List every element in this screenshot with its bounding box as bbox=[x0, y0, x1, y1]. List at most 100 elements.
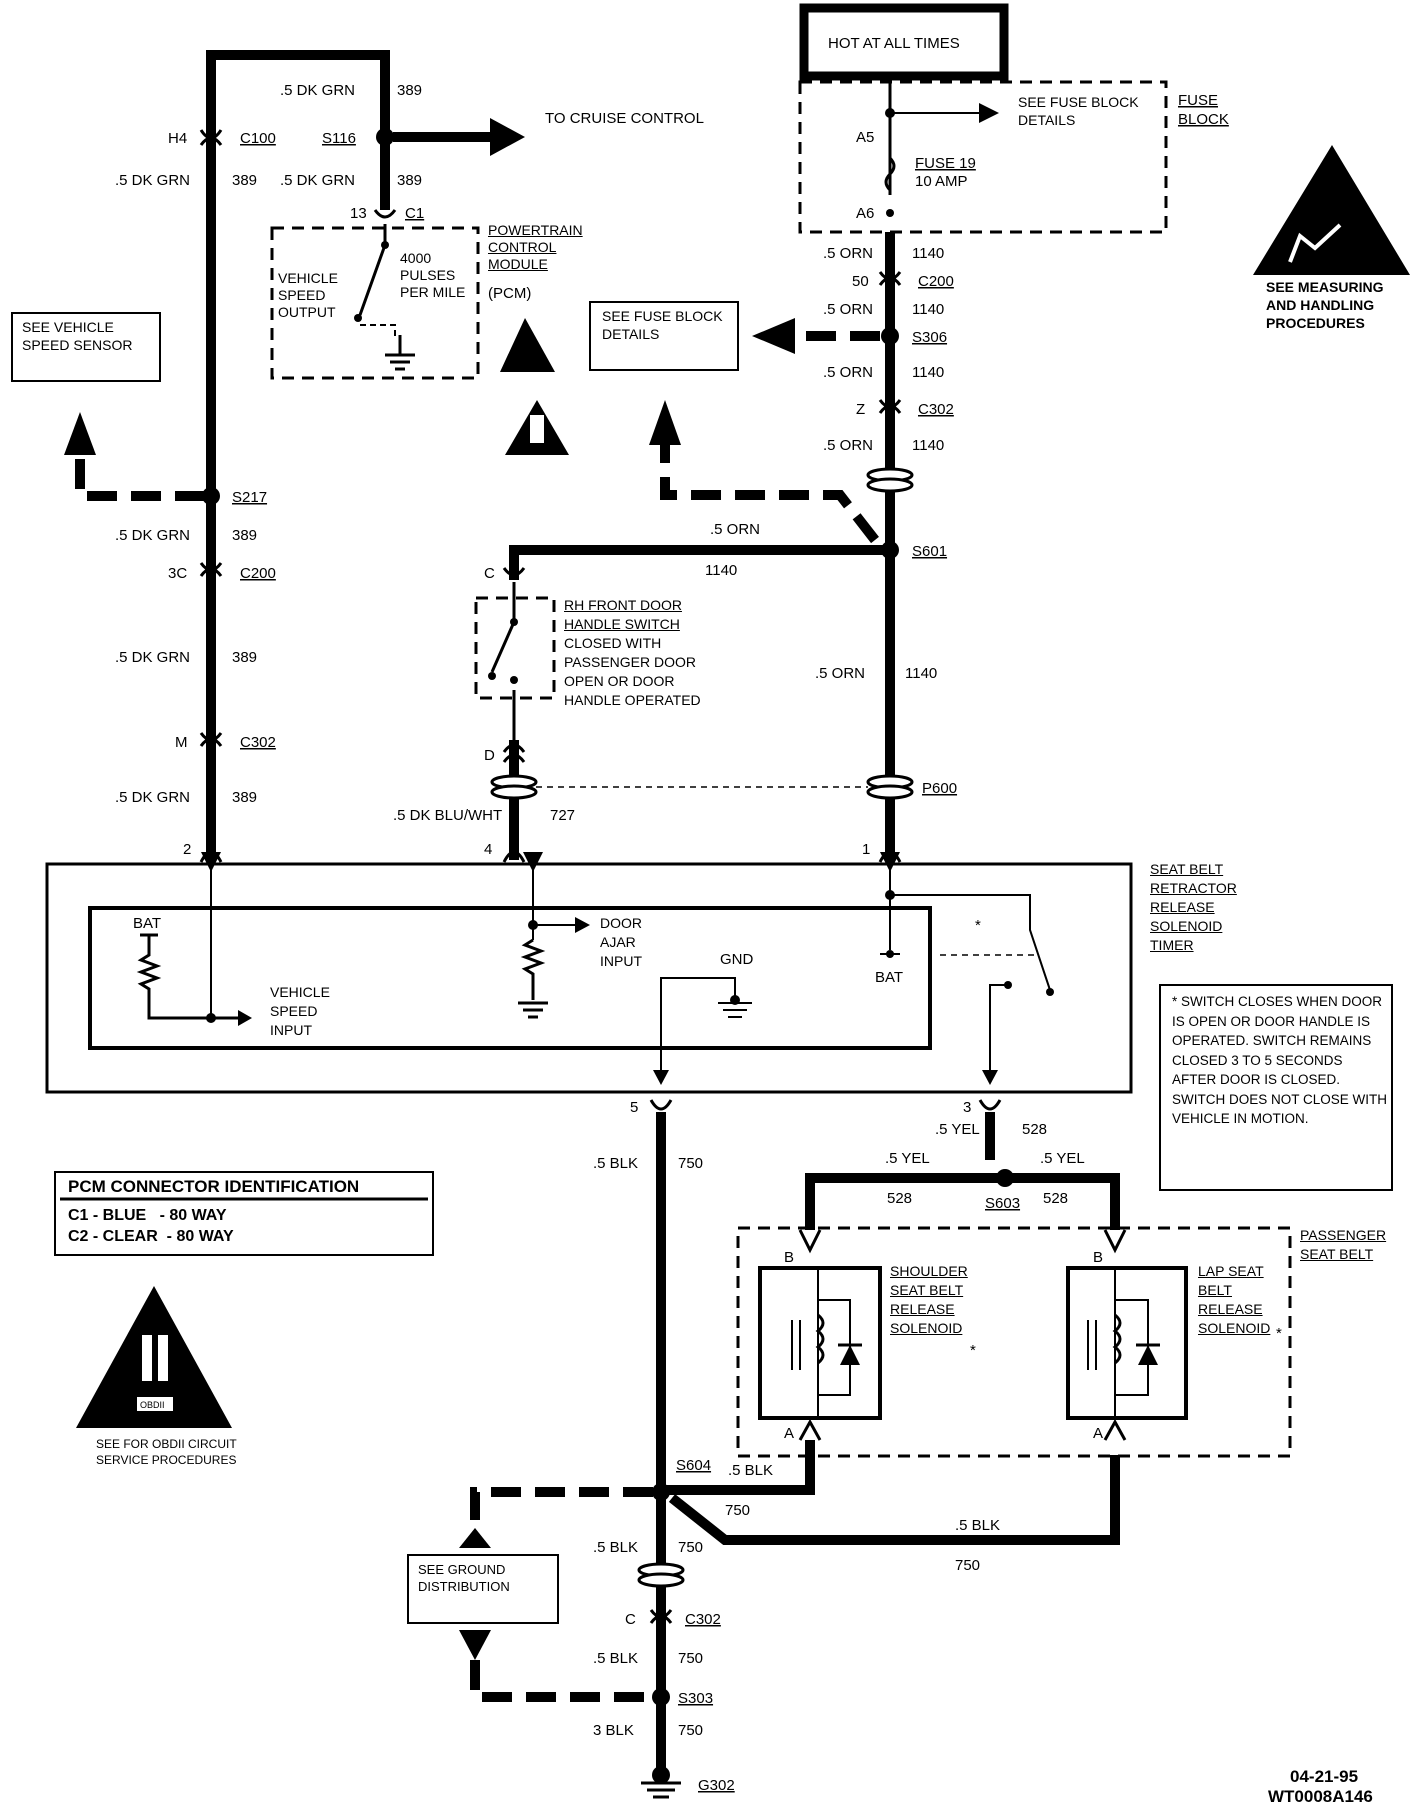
s601-label: S601 bbox=[912, 543, 947, 560]
solenoid-pin-b: B bbox=[784, 1249, 794, 1266]
c200-pin: 3C bbox=[168, 565, 187, 582]
wire-label: .5 ORN bbox=[823, 301, 873, 318]
circuit-label: 389 bbox=[232, 649, 257, 666]
circuit-label: 1140 bbox=[912, 437, 944, 454]
pcm-connector-id-title: PCM CONNECTOR IDENTIFICATION bbox=[68, 1177, 359, 1196]
circuit-label: 528 bbox=[887, 1190, 912, 1207]
cruise-label: TO CRUISE CONTROL bbox=[545, 110, 704, 127]
wire-label: .5 BLK bbox=[593, 1539, 638, 1556]
s601-dashed-link bbox=[660, 440, 879, 544]
circuit-389 bbox=[206, 50, 390, 860]
wire-label: .5 BLK bbox=[955, 1517, 1000, 1534]
up-arrow-icon bbox=[64, 412, 96, 455]
wire-label: .5 ORN bbox=[823, 437, 873, 454]
circuit-label: 389 bbox=[397, 172, 422, 189]
c200-left-connector bbox=[199, 562, 223, 577]
lap-asterisk: * bbox=[1276, 1325, 1282, 1342]
cruise-arrow-icon bbox=[490, 118, 525, 156]
wire-label: .5 YEL bbox=[1040, 1150, 1085, 1167]
lap-return-wire bbox=[668, 1455, 1120, 1545]
ground-g302-icon bbox=[641, 1781, 681, 1799]
c302-ground-connector bbox=[649, 1609, 673, 1624]
c302-label: C302 bbox=[685, 1611, 721, 1628]
pcm-switch bbox=[358, 224, 387, 316]
pcm-output-label: VEHICLE SPEED OUTPUT bbox=[278, 270, 338, 320]
down-arrow-icon bbox=[459, 1630, 491, 1660]
c302-right-connector bbox=[878, 399, 902, 414]
c200-label: C200 bbox=[240, 565, 276, 582]
solenoid-a-connector bbox=[798, 1418, 822, 1441]
wire-label: .5 DK BLU/WHT bbox=[393, 807, 502, 824]
pcm-connector-id-box bbox=[54, 1171, 434, 1256]
circuit-label: 1140 bbox=[912, 301, 944, 318]
circuit-label: 1140 bbox=[705, 562, 737, 579]
coil-icon bbox=[1112, 1313, 1122, 1365]
pcm-connector-row: C2 - CLEAR - 80 WAY bbox=[68, 1228, 234, 1245]
pcm-connector-row: C1 - BLUE - 80 WAY bbox=[68, 1207, 227, 1224]
resistor-ground-icon bbox=[518, 938, 548, 1019]
see-fuse-label: SEE FUSE BLOCK DETAILS bbox=[602, 308, 723, 342]
circuit-label: 750 bbox=[678, 1650, 703, 1667]
switch-note-text: * SWITCH CLOSES WHEN DOOR IS OPEN OR DOO… bbox=[1172, 994, 1387, 1126]
timer-pin-label: 5 bbox=[630, 1099, 638, 1116]
circuit-label: 389 bbox=[232, 789, 257, 806]
wire-label: .5 BLK bbox=[593, 1650, 638, 1667]
pcm-title: POWERTRAIN CONTROL MODULE bbox=[488, 222, 583, 272]
pcm-abbr: (PCM) bbox=[488, 285, 531, 302]
door-ajar-label: DOOR AJAR INPUT bbox=[600, 915, 642, 969]
diode-icon bbox=[1138, 1345, 1158, 1365]
fuse-rating: 10 AMP bbox=[915, 173, 968, 190]
solenoid-pin-b: B bbox=[1093, 1249, 1103, 1266]
fuse-icon bbox=[884, 156, 896, 192]
door-switch-title: RH FRONT DOOR HANDLE SWITCH bbox=[564, 597, 682, 632]
s604-label: S604 bbox=[676, 1457, 711, 1474]
door-switch-pin-c: C bbox=[484, 565, 495, 582]
ground-dashed-link-top bbox=[470, 1487, 653, 1530]
pcm-pulses-label: 4000 PULSES PER MILE bbox=[400, 250, 466, 300]
s303-label: S303 bbox=[678, 1690, 713, 1707]
shoulder-solenoid-label: SHOULDER SEAT BELT RELEASE SOLENOID bbox=[890, 1263, 968, 1336]
c302-pin: M bbox=[175, 734, 188, 751]
circuit-label: 750 bbox=[955, 1557, 980, 1574]
solenoid-pin-a: A bbox=[1093, 1425, 1103, 1442]
timer-pin-label: 1 bbox=[862, 841, 870, 858]
s306-splice bbox=[881, 327, 899, 345]
timer-pin4-connector bbox=[502, 850, 526, 863]
c200-label: C200 bbox=[918, 273, 954, 290]
c302-label: C302 bbox=[918, 401, 954, 418]
fuse-name: FUSE 19 bbox=[915, 155, 976, 172]
esd-triangle-icon bbox=[1253, 145, 1410, 275]
see-ground-box bbox=[407, 1554, 559, 1624]
c302-label: C302 bbox=[240, 734, 276, 751]
c100-label: C100 bbox=[240, 130, 276, 147]
timer-pin5-connector bbox=[649, 1099, 673, 1111]
fuse-pin-a5: A5 bbox=[856, 129, 874, 146]
circuit-label: 1140 bbox=[912, 245, 944, 262]
pcm-pin: 13 bbox=[350, 205, 367, 222]
vss-dashed-link bbox=[75, 450, 205, 501]
c100-pin: H4 bbox=[168, 130, 187, 147]
circuit-label: 389 bbox=[232, 527, 257, 544]
c100-connector bbox=[199, 129, 223, 146]
esd-small-icon bbox=[500, 318, 555, 372]
see-ground-label: SEE GROUND DISTRIBUTION bbox=[418, 1562, 510, 1594]
p600-label: P600 bbox=[922, 780, 957, 797]
wire-label: .5 DK GRN bbox=[115, 789, 190, 806]
circuit-label: 750 bbox=[678, 1539, 703, 1556]
footer-code: WT0008A146 bbox=[1268, 1787, 1373, 1806]
lap-solenoid bbox=[1066, 1266, 1188, 1420]
wire-label: .5 DK GRN bbox=[115, 172, 190, 189]
door-switch-box bbox=[474, 596, 556, 700]
shoulder-solenoid bbox=[758, 1266, 882, 1420]
timer-inner-box bbox=[88, 906, 932, 1050]
door-switch-pin-d: D bbox=[484, 747, 495, 764]
timer-title: SEAT BELT RETRACTOR RELEASE SOLENOID TIM… bbox=[1150, 861, 1237, 953]
s306-label: S306 bbox=[912, 329, 947, 346]
pcm-connector-label: C1 bbox=[405, 205, 424, 222]
gnd-line bbox=[660, 977, 752, 1080]
obd-badge: OBDII bbox=[140, 1400, 165, 1410]
passenger-seat-belt-box bbox=[736, 1226, 1292, 1458]
hot-label: HOT AT ALL TIMES bbox=[828, 35, 960, 52]
s303-splice bbox=[652, 1688, 670, 1706]
